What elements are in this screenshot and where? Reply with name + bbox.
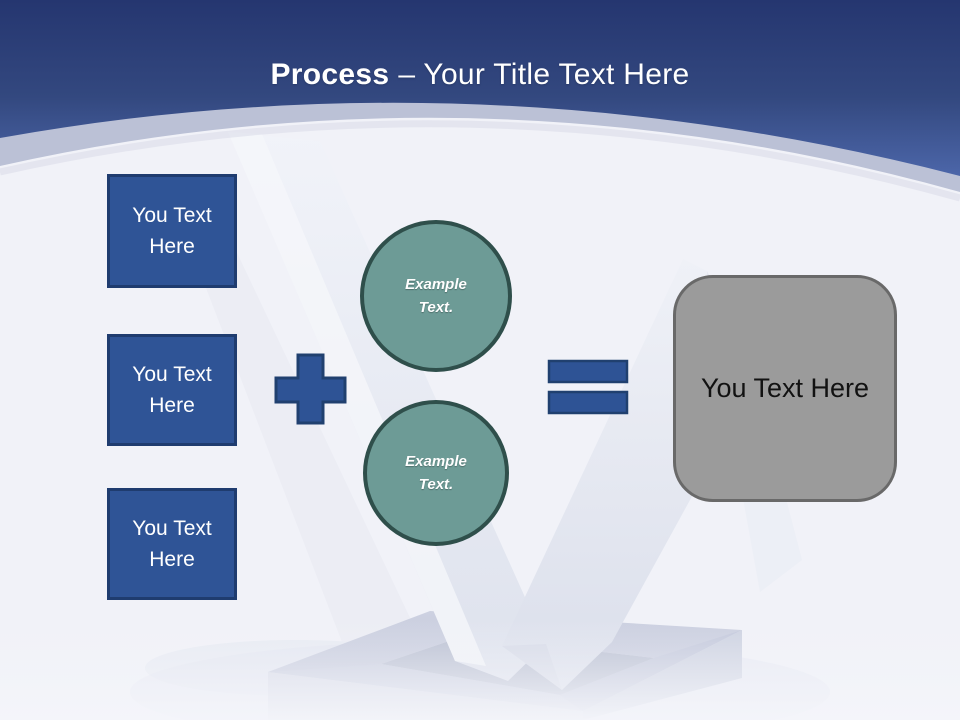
header-background xyxy=(0,0,960,176)
text-placeholder-box-2[interactable]: You Text Here xyxy=(107,334,237,446)
slide-title-keyword: Process xyxy=(270,58,390,91)
example-circle-1[interactable]: Example Text. xyxy=(360,220,512,372)
example-circle-2-line2: Text. xyxy=(418,476,454,493)
example-circle-2-line1: Example xyxy=(405,453,467,470)
equals-icon xyxy=(547,359,629,415)
example-circle-1-line1: Example xyxy=(405,276,467,293)
plus-icon xyxy=(274,353,347,425)
example-circle-2[interactable]: Example Text. xyxy=(363,400,509,546)
example-circle-1-line2: Text. xyxy=(418,299,454,316)
slide-title-rest: – Your Title Text Here xyxy=(398,58,690,91)
band-shadow xyxy=(0,120,960,202)
result-placeholder-box[interactable]: You Text Here xyxy=(673,275,897,502)
slide-title[interactable]: Process– Your Title Text Here xyxy=(0,52,960,98)
text-placeholder-box-3[interactable]: You Text Here xyxy=(107,488,237,600)
text-placeholder-box-1[interactable]: You Text Here xyxy=(107,174,237,288)
